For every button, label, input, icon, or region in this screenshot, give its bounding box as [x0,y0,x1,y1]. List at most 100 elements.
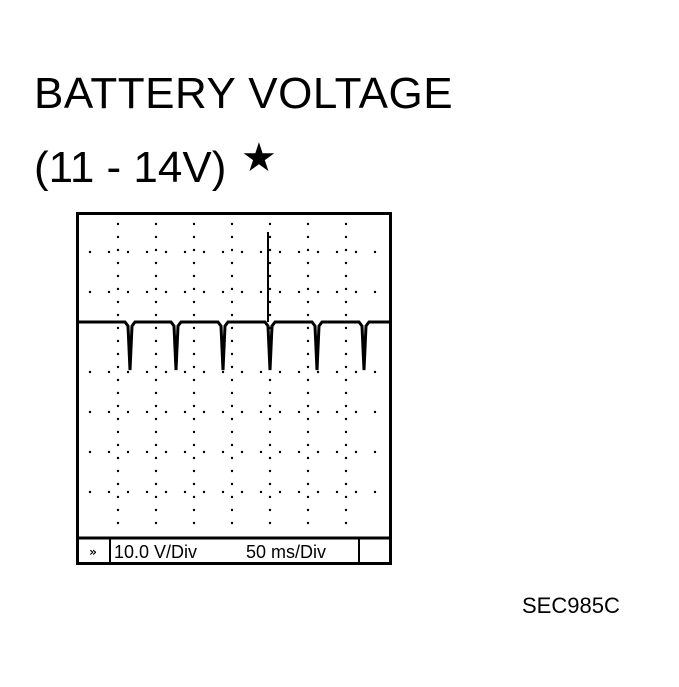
grid-dot [268,313,272,317]
grid-dot [240,450,244,454]
grid-dot [154,326,158,330]
grid-dot [306,365,310,369]
grid-dot [230,495,234,499]
grid-dot [88,490,92,494]
grid-dot [344,482,348,486]
grid-dot [354,490,358,494]
grid-dot [154,417,158,421]
grid-dot [192,352,196,356]
grid-dot [154,300,158,304]
grid-dot [126,290,130,294]
grid-dot [259,250,263,254]
grid-dot [145,250,149,254]
grid-dot [88,250,92,254]
grid-dot [202,410,206,414]
grid-dot [221,370,225,374]
grid-dot [344,352,348,356]
grid-dot [373,370,377,374]
grid-dot [344,326,348,330]
grid-dot [297,290,301,294]
grid-dot [164,450,168,454]
grid-dot [154,313,158,317]
grid-dot [344,287,348,291]
grid-dot [268,443,272,447]
grid-dot [221,250,225,254]
grid-dot [154,352,158,356]
grid-dot [278,410,282,414]
grid-dot [259,450,263,454]
grid-dot [316,490,320,494]
grid-dot [88,370,92,374]
grid-dot [278,490,282,494]
grid-dot [116,378,120,382]
grid-dot [192,508,196,512]
grid-dot [344,365,348,369]
grid-dot [259,370,263,374]
grid-dot [154,508,158,512]
grid-dot [373,450,377,454]
grid-dot [230,521,234,525]
grid-dot [154,365,158,369]
grid-dot [192,235,196,239]
grid-dot [230,378,234,382]
grid-dot [306,417,310,421]
grid-dot [145,490,149,494]
grid-dot [202,490,206,494]
grid-dot [354,370,358,374]
grid-dot [306,261,310,265]
grid-dot [145,450,149,454]
grid-dot [116,482,120,486]
grid-dot [192,365,196,369]
grid-dot [230,365,234,369]
grid-dot [240,410,244,414]
grid-dot [306,326,310,330]
grid-dot [268,274,272,278]
grid-dot [344,235,348,239]
grid-dot [306,404,310,408]
grid-dot [192,469,196,473]
grid-dot [164,490,168,494]
grid-dot [278,290,282,294]
grid-dot [192,443,196,447]
grid-dot [116,417,120,421]
grid-dot [344,456,348,460]
grid-dot [230,235,234,239]
grid-dot [268,261,272,265]
grid-dot [183,410,187,414]
grid-dot [297,250,301,254]
grid-dot [183,250,187,254]
grid-dot [268,300,272,304]
grid-dot [306,469,310,473]
grid-dot [297,490,301,494]
grid-dot [297,370,301,374]
grid-dot [154,391,158,395]
grid-dot [344,404,348,408]
grid-dot [116,261,120,265]
figure-code: SEC985C [522,593,620,618]
grid-dot [268,508,272,512]
grid-dot [268,248,272,252]
waveform-graph [76,212,392,565]
time-per-div-label: 50 ms/Div [246,542,327,562]
grid-dot [154,443,158,447]
grid-dot [154,287,158,291]
grid-dot [116,326,120,330]
grid-dot [354,290,358,294]
grid-dot [268,287,272,291]
grid-dot [116,443,120,447]
grid-dot [116,430,120,434]
grid-dot [306,313,310,317]
grid-dot [259,490,263,494]
grid-dot [306,352,310,356]
grid-dot [268,521,272,525]
grid-dot [306,391,310,395]
grid-dot [116,287,120,291]
grid-dot [116,339,120,343]
grid-dot [230,261,234,265]
grid-dot [335,410,339,414]
grid-dot [268,391,272,395]
diagram-title: BATTERY VOLTAGE [34,69,454,118]
grid-dot [154,235,158,239]
grid-dot [306,495,310,499]
grid-dot [335,290,339,294]
